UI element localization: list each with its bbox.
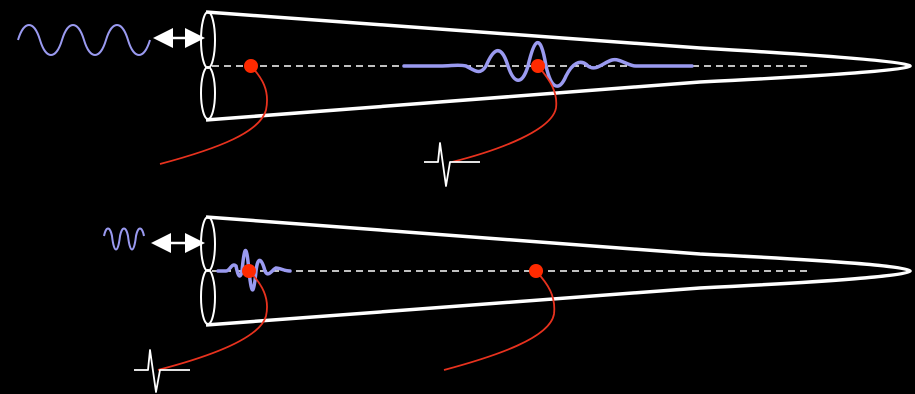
low-frequency-sound-wave-icon <box>17 24 151 56</box>
traveling-wave-icon <box>402 40 694 88</box>
base-ellipse-lower <box>200 269 216 325</box>
base-ellipse-lower <box>200 66 216 120</box>
apical-hair-cell <box>529 264 543 278</box>
nerve-spike-icon <box>134 349 190 393</box>
cochlea-cone-icon <box>205 10 912 122</box>
apical-nerve-fiber <box>443 270 556 371</box>
basal-hair-cell <box>242 264 256 278</box>
apical-hair-cell <box>531 59 545 73</box>
panel-high-frequency <box>103 215 912 393</box>
traveling-wave-icon <box>216 248 292 292</box>
basal-hair-cell <box>244 59 258 73</box>
base-ellipse-upper <box>200 11 216 69</box>
high-frequency-sound-wave-icon <box>103 227 145 251</box>
basal-nerve-fiber <box>157 270 268 371</box>
cochlea-cone-icon <box>205 215 912 327</box>
base-ellipse-upper <box>200 216 216 272</box>
nerve-spike-icon <box>424 142 480 187</box>
panel-low-frequency <box>17 10 912 187</box>
basal-nerve-fiber <box>159 65 268 165</box>
apical-nerve-fiber <box>451 65 558 163</box>
